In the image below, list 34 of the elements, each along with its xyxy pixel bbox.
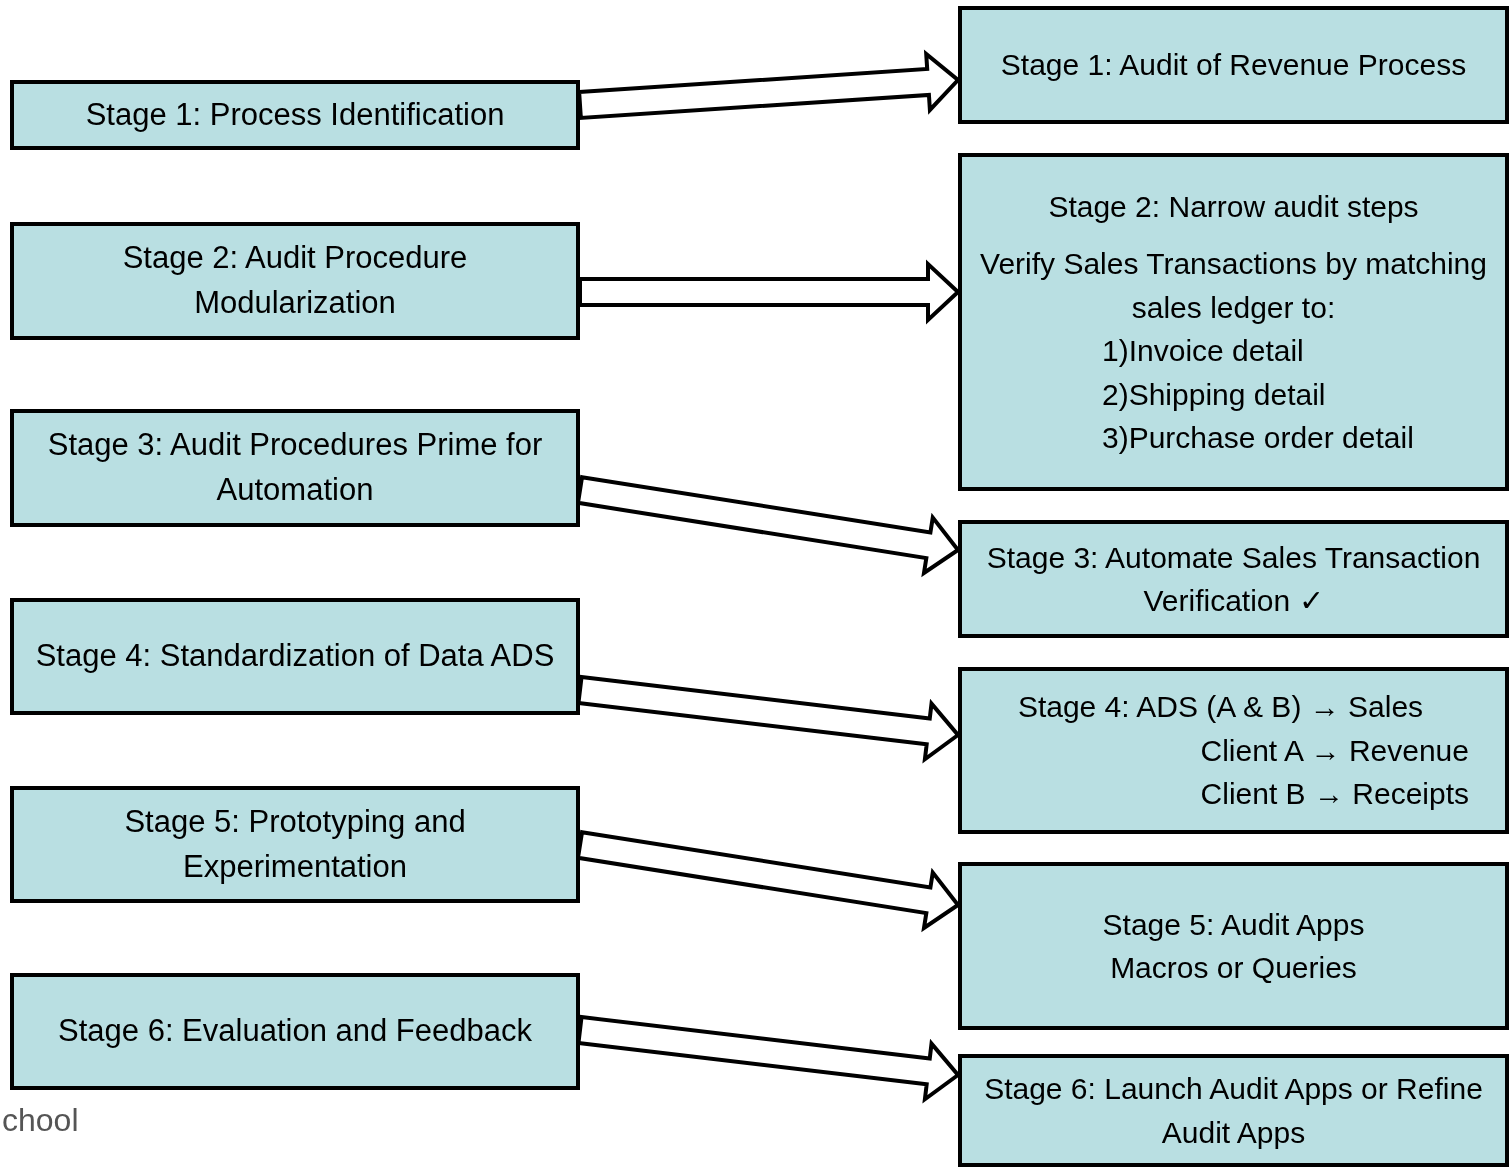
stage-title: Stage 6: Evaluation and Feedback	[57, 1012, 533, 1051]
stage-detail: Verify Sales Transactions by matching sales ledger to:	[979, 246, 1488, 326]
stage-detail: Client A → Revenue	[1199, 732, 1469, 769]
stage-box	[958, 862, 1509, 1030]
stage-box	[958, 667, 1509, 834]
stage-title: Stage 4: Standardization of Data ADS	[34, 637, 556, 676]
stage-box	[958, 1054, 1509, 1167]
stage-detail: Macros or Queries	[1109, 950, 1358, 986]
stage-title: Stage 3: Audit Procedures Prime for Automation	[46, 426, 544, 509]
stage-title: Stage 2: Audit Procedure Modularization	[121, 239, 469, 322]
stage-box	[958, 520, 1509, 638]
stage-box	[10, 80, 580, 150]
stage-box	[10, 973, 580, 1090]
stage-detail: 3)Purchase order detail	[1102, 420, 1415, 456]
stage-detail: 1)Invoice detail	[1102, 333, 1305, 369]
stage-title: Stage 5: Audit Apps	[1101, 906, 1366, 943]
stage-title: Stage 5: Prototyping and Experimentation	[123, 802, 467, 886]
stage-box	[10, 598, 580, 715]
stage-title: Stage 4: ADS (A & B) → Sales	[1016, 689, 1425, 726]
block-arrow	[578, 259, 961, 325]
stage-box	[10, 409, 580, 527]
stage-title: Stage 1: Audit of Revenue Process	[999, 47, 1468, 84]
stage-title: Stage 2: Narrow audit steps	[1047, 188, 1420, 225]
stage-detail: 2)Shipping detail	[1102, 376, 1327, 413]
block-arrow	[577, 49, 961, 121]
source-text: chool	[2, 1102, 79, 1139]
stage-box	[958, 153, 1509, 491]
stage-title: Stage 1: Process Identification	[84, 95, 506, 134]
stage-title: Stage 6: Launch Audit Apps or Refine Audit Apps	[983, 1071, 1484, 1151]
stage-box	[10, 786, 580, 903]
stage-box	[10, 222, 580, 340]
stage-detail: Client B → Receipts	[1199, 776, 1469, 813]
stage-title: Stage 3: Automate Sales Transaction Verification ✓	[985, 539, 1482, 619]
stage-box	[958, 6, 1509, 124]
